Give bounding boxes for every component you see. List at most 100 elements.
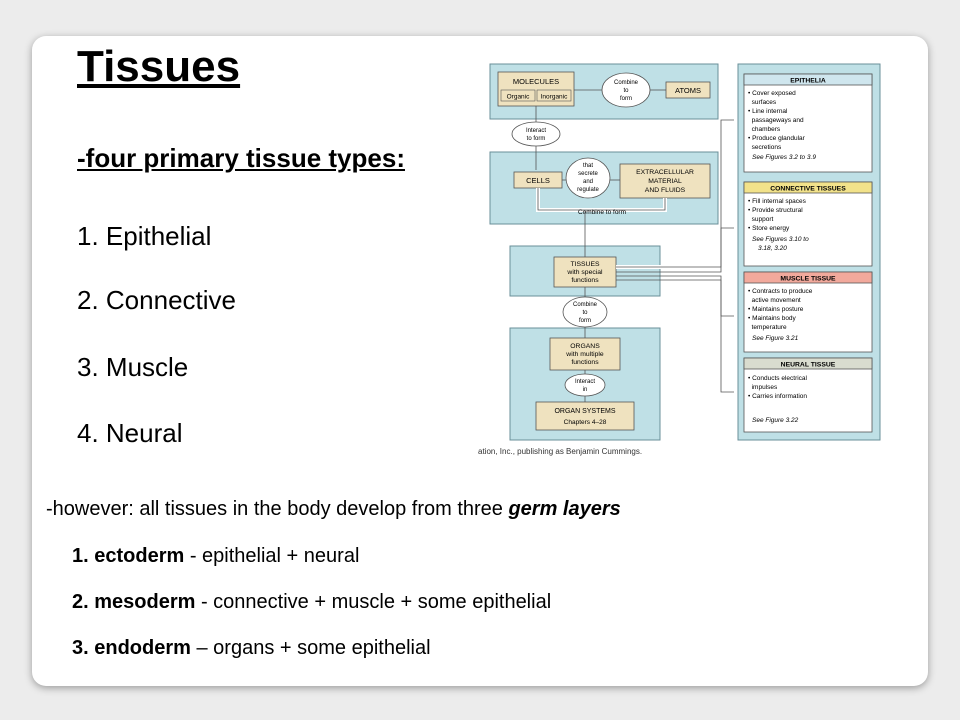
epithelia-header-bg [743, 73, 873, 86]
germ-layers-emphasis: germ layers [508, 498, 621, 520]
interact-line1: Interact [526, 128, 546, 134]
neural-line: • Carries information [748, 393, 807, 400]
slide-subtitle: -four primary tissue types: [77, 143, 405, 173]
organs-line3: functions [571, 359, 599, 366]
secrete-line4: regulate [577, 187, 599, 193]
germ-name: ectoderm [94, 545, 185, 567]
muscle-line: • Contracts to produce [748, 288, 813, 295]
extracellular-line1: EXTRACELLULAR [636, 169, 694, 176]
diagram-svg: MOLECULES Organic Inorganic Combine to f… [489, 63, 881, 441]
secrete-line2: secrete [578, 171, 598, 177]
combine-1-line2: to [623, 88, 629, 94]
tissue-organization-diagram: MOLECULES Organic Inorganic Combine to f… [476, 60, 886, 460]
secrete-line1: that [583, 163, 593, 169]
combine-3-line1: Combine [573, 302, 598, 308]
neural-line: impulses [748, 384, 778, 391]
germ-layer-endoderm: 3. endoderm – organs + some epithelial [72, 637, 431, 660]
tissue-type-epithelial: 1. Epithelial [77, 221, 212, 251]
epithelia-line: secretions [748, 144, 782, 151]
epithelia-line: surfaces [748, 99, 777, 106]
muscle-header-bg [743, 271, 873, 284]
diagram-credit: ation, Inc., publishing as Benjamin Cumm… [478, 447, 643, 456]
germ-num: 3. [72, 637, 95, 659]
secrete-line3: and [583, 179, 593, 185]
box-organ-systems [535, 401, 635, 431]
interact-in-line1: Interact [575, 379, 595, 385]
connective-header-bg [743, 181, 873, 194]
molecules-label: MOLECULES [513, 77, 559, 86]
epithelia-line: chambers [748, 126, 781, 133]
organ-systems-label: ORGAN SYSTEMS [554, 408, 615, 415]
oval-secrete [565, 157, 611, 199]
combine-2-label: Combine to form [578, 209, 626, 216]
tissue-type-muscle: 3. Muscle [77, 352, 189, 382]
atoms-label: ATOMS [675, 86, 701, 95]
oval-interact-in [564, 373, 606, 397]
epithelia-header: EPITHELIA [790, 78, 826, 85]
connector-connective [616, 227, 734, 273]
extracellular-line2: MATERIAL [648, 178, 682, 185]
tissue-type-neural: 4. Neural [77, 418, 183, 448]
germ-intro-text: -however: all tissues in the body develo… [46, 498, 509, 520]
card-neural [743, 357, 873, 433]
connector-epithelia [616, 119, 734, 268]
germ-name: mesoderm [94, 591, 196, 613]
box-organs [549, 337, 621, 371]
germ-desc: - connective + muscle + some epithelial [195, 591, 552, 613]
neural-line: • Conducts electrical [748, 375, 808, 382]
epithelia-line: • Line internal [748, 108, 788, 115]
epithelia-line: passageways and [748, 117, 804, 124]
organs-line2: with multiple [565, 351, 604, 358]
neural-header-bg [743, 357, 873, 370]
germ-layer-ectoderm: 1. ectoderm - epithelial + neural [72, 545, 359, 568]
muscle-line: • Maintains posture [748, 306, 804, 313]
connective-see: 3.18, 3.20 [758, 245, 787, 252]
germ-num: 1. [72, 545, 95, 567]
germ-desc: - epithelial + neural [184, 545, 360, 567]
germ-num: 2. [72, 591, 95, 613]
organs-line1: ORGANS [570, 343, 600, 350]
muscle-line: temperature [748, 324, 787, 331]
connector-neural [616, 279, 734, 393]
neural-see: See Figure 3.22 [752, 417, 799, 424]
box-inorganic [536, 89, 572, 102]
muscle-line: • Maintains body [748, 315, 797, 322]
combine-3-line2: to [582, 310, 588, 316]
combine-3-line3: form [579, 318, 591, 324]
combine-1-line1: Combine [614, 80, 639, 86]
chapters-label: Chapters 4–28 [564, 419, 607, 426]
card-connective [743, 181, 873, 267]
tissues-line1: TISSUES [570, 261, 600, 268]
interact-in-line2: in [583, 387, 588, 393]
germ-desc: – organs + some epithelial [190, 637, 431, 659]
germ-name: endoderm [94, 637, 191, 659]
box-extracellular [619, 163, 711, 199]
oval-combine-3 [562, 296, 608, 328]
oval-interact [511, 121, 561, 147]
connective-line: • Provide structural [748, 207, 803, 214]
extracellular-line3: AND FLUIDS [645, 187, 686, 194]
slide-title: Tissues [77, 42, 241, 91]
muscle-line: active movement [748, 297, 801, 304]
organic-label: Organic [507, 94, 531, 101]
connective-see: See Figures 3.10 to [752, 236, 809, 243]
interact-line2: to form [527, 136, 546, 142]
cells-label: CELLS [526, 176, 550, 185]
muscle-see: See Figure 3.21 [752, 335, 799, 342]
box-organic [500, 89, 536, 102]
connective-header: CONNECTIVE TISSUES [770, 186, 846, 193]
connective-line: support [748, 216, 773, 223]
connective-line: • Fill internal spaces [748, 198, 807, 205]
epithelia-see: See Figures 3.2 to 3.9 [752, 154, 816, 161]
germ-layers-intro: -however: all tissues in the body develo… [46, 498, 621, 521]
germ-layer-mesoderm: 2. mesoderm - connective + muscle + some… [72, 591, 551, 614]
inorganic-label: Inorganic [541, 94, 568, 101]
card-muscle [743, 271, 873, 353]
epithelia-line: • Cover exposed [748, 90, 796, 97]
card-epithelia [743, 73, 873, 173]
tissues-line2: with special [566, 269, 603, 276]
connective-line: • Store energy [748, 225, 790, 232]
combine-1-line3: form [620, 96, 632, 102]
neural-header: NEURAL TISSUE [781, 362, 836, 369]
combine-bracket [537, 188, 666, 211]
